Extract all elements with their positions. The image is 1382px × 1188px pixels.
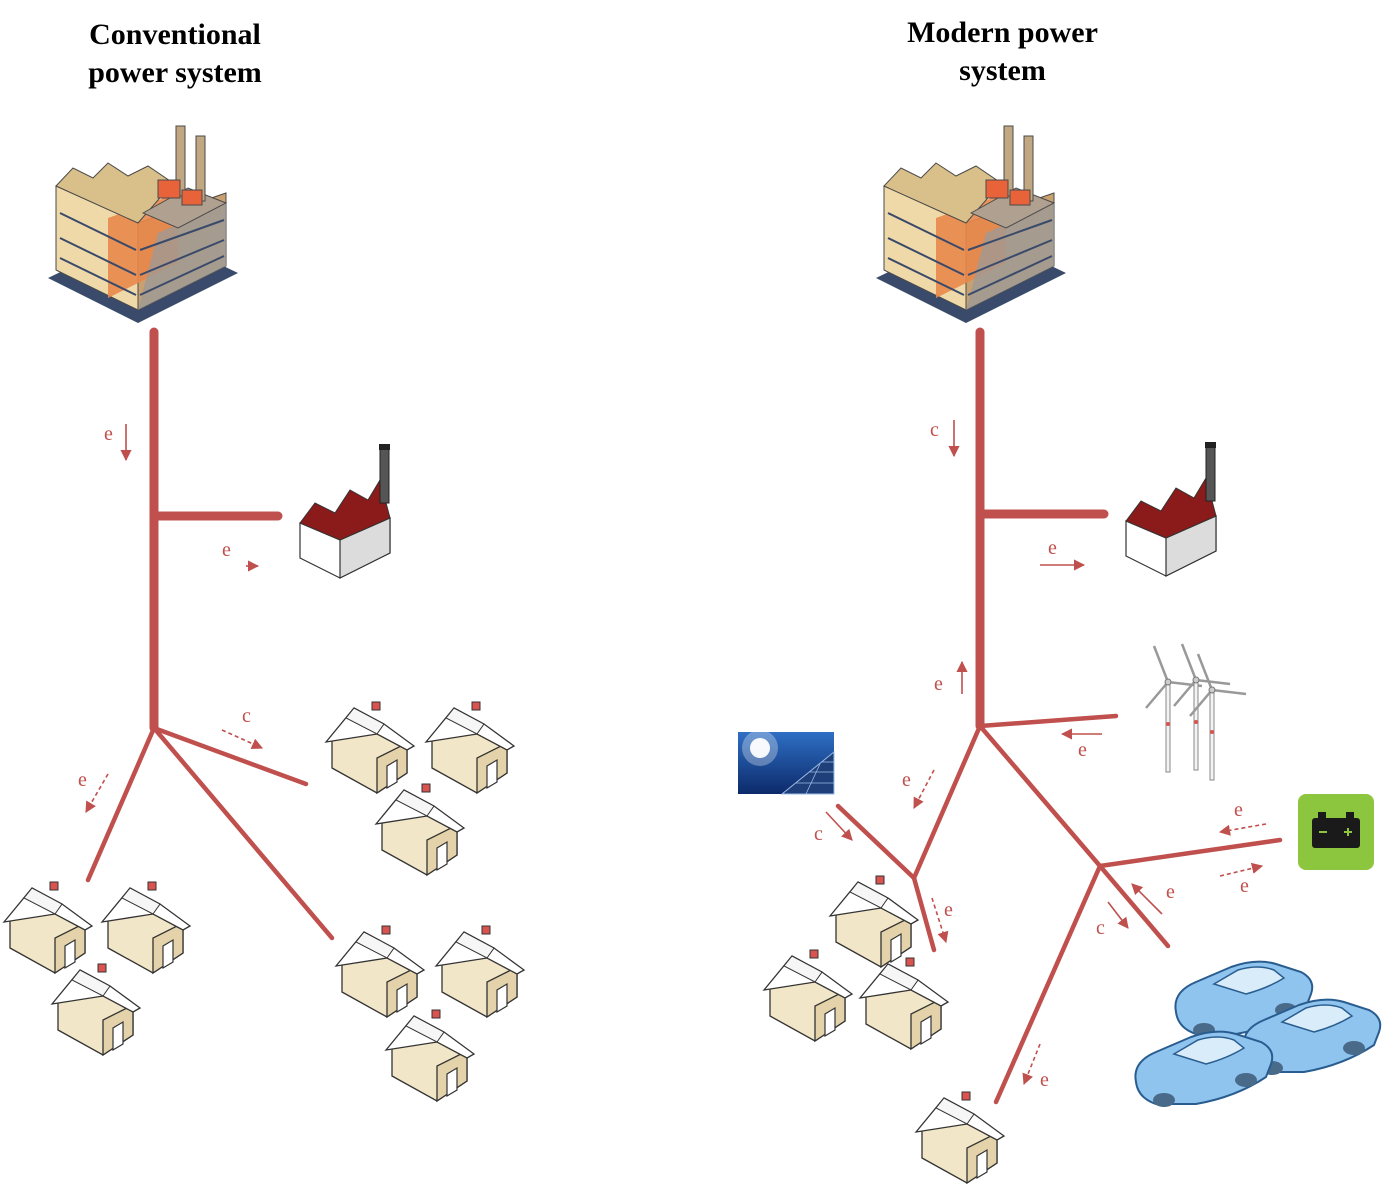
flow-label-c: c	[242, 705, 251, 727]
flow-label-e: e	[1240, 875, 1249, 897]
house-icon	[385, 1009, 475, 1102]
battery-storage-icon	[1298, 794, 1374, 870]
flow-label-c: c	[814, 823, 823, 845]
house-icon	[335, 925, 425, 1018]
house-icon	[325, 701, 415, 794]
house-icon	[3, 881, 93, 974]
house-icon	[763, 949, 853, 1042]
house-icon	[425, 701, 515, 794]
flow-label-e: e	[1078, 739, 1087, 761]
flow-label-e: e	[902, 769, 911, 791]
flow-label-e: e	[78, 769, 87, 791]
wind-turbines-icon	[1144, 642, 1248, 782]
conventional-grid-lines	[85, 327, 335, 941]
industrial-factory-icon	[299, 443, 391, 579]
flow-label-c: c	[930, 419, 939, 441]
flow-label-e: e	[944, 899, 953, 921]
power-plant-icon	[47, 125, 239, 324]
house-icon	[101, 881, 191, 974]
conventional-flow-arrows	[85, 424, 264, 813]
flow-label-c: c	[1096, 917, 1105, 939]
house-icon	[829, 875, 919, 968]
flow-label-e: e	[104, 423, 113, 445]
house-icon	[859, 957, 949, 1050]
flow-label-e: e	[1040, 1069, 1049, 1091]
flow-label-e: e	[1166, 881, 1175, 903]
house-icon	[435, 925, 525, 1018]
industrial-factory-icon	[1125, 441, 1217, 577]
house-icon	[51, 963, 141, 1056]
flow-label-e: e	[1234, 799, 1243, 821]
flow-label-e: e	[222, 539, 231, 561]
flow-label-e: e	[934, 673, 943, 695]
house-icon	[915, 1091, 1005, 1184]
modern-flow-arrows	[825, 420, 1267, 1086]
right-title: Modern power system	[907, 16, 1098, 87]
electric-vehicles-icon	[1134, 960, 1382, 1108]
solar-panel-icon	[738, 730, 835, 795]
modern-grid-lines	[835, 327, 1283, 1105]
flow-label-e: e	[1048, 537, 1057, 559]
house-icon	[375, 783, 465, 876]
power-plant-icon	[875, 125, 1067, 324]
left-title: Conventional power system	[88, 18, 262, 89]
